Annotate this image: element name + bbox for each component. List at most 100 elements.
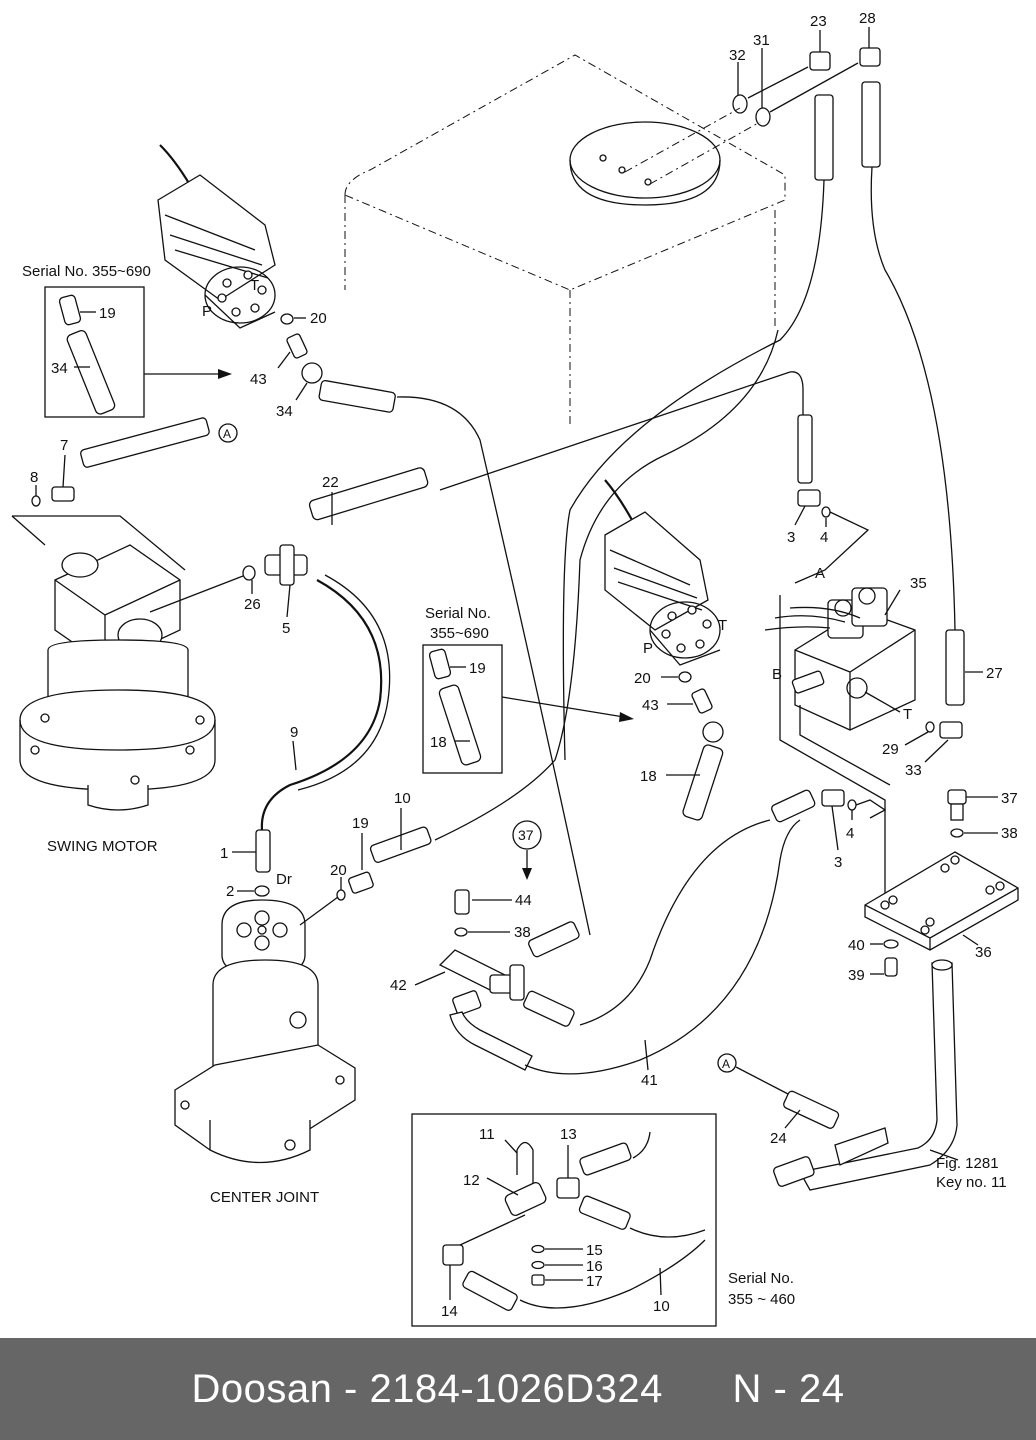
washer-40	[883, 939, 899, 949]
washer-38	[950, 828, 964, 838]
callout-40: 40	[848, 937, 865, 954]
adapter-19-inset	[58, 294, 82, 326]
serial-inset-left-caption: Serial No. 355~690	[22, 263, 151, 280]
callout-16: 16	[586, 1258, 603, 1275]
o-ring-20-right	[678, 671, 692, 683]
callout-13: 13	[560, 1126, 577, 1143]
center-joint	[174, 899, 356, 1164]
callout-19-inset-left: 19	[99, 305, 116, 322]
callout-34-right: 34	[276, 403, 293, 420]
callout-3-upper: 3	[787, 529, 795, 546]
o-ring-8	[31, 495, 41, 507]
callout-41: 41	[641, 1072, 658, 1089]
callout-43-right: 43	[642, 697, 659, 714]
callout-3-lower: 3	[834, 854, 842, 871]
tank-return-fittings	[562, 27, 956, 761]
adapter-43-right	[691, 688, 713, 714]
hose-stub-13-bottom	[578, 1195, 631, 1230]
lock-washer-16	[531, 1260, 545, 1270]
port-label-p-left: P	[202, 303, 212, 320]
serial-inset-bottom-box	[411, 1113, 717, 1327]
callout-10-inset: 10	[653, 1298, 670, 1315]
pilot-joystick-left	[157, 144, 276, 329]
serial-inset-bottom-caption-1: Serial No.	[728, 1270, 794, 1287]
o-ring-31	[755, 107, 771, 127]
callout-9: 9	[290, 724, 298, 741]
callout-12: 12	[463, 1172, 480, 1189]
callout-24: 24	[770, 1130, 787, 1147]
callout-8: 8	[30, 469, 38, 486]
hose-fitting-18	[702, 721, 724, 743]
port-label-t-left: T	[250, 277, 259, 294]
hose-fitting-34	[301, 362, 323, 384]
port-label-dr: Dr	[276, 871, 292, 888]
hose-3-lower	[771, 789, 816, 823]
mounting-plate-36	[864, 851, 1019, 951]
caption-center-joint: CENTER JOINT	[210, 1189, 319, 1206]
elbow-fitting-33	[939, 721, 963, 739]
callout-38-right: 38	[1001, 825, 1018, 842]
elbow-fitting-28	[859, 47, 881, 67]
hose-22	[308, 467, 429, 521]
footer-part-number: 2184-1026D324	[369, 1366, 663, 1411]
o-ring-20-center	[336, 889, 346, 901]
callout-39: 39	[848, 967, 865, 984]
callout-37: 37	[1001, 790, 1018, 807]
hose-27	[945, 629, 965, 706]
callout-31: 31	[753, 32, 770, 49]
caption-swing-motor: SWING MOTOR	[47, 838, 158, 855]
footer-brand: Doosan	[191, 1366, 333, 1411]
o-ring-32	[732, 94, 748, 114]
callout-27: 27	[986, 665, 1003, 682]
callout-19-inset-mid: 19	[469, 660, 486, 677]
hose-18	[682, 744, 724, 821]
circled-ref-a-bottom	[717, 1053, 737, 1073]
elbow-fitting-23	[809, 51, 831, 71]
bolt-44	[454, 889, 470, 915]
callout-23: 23	[810, 13, 827, 30]
hose-24	[783, 1090, 840, 1129]
hose-34	[318, 379, 396, 413]
serial-inset-mid-caption-1: Serial No.	[425, 605, 491, 622]
o-ring-29	[925, 721, 935, 733]
port-label-b: B	[772, 666, 782, 683]
fig-ref-line-1: Fig. 1281	[936, 1155, 999, 1172]
u-bolt-11	[516, 1141, 534, 1185]
footer-page-prefix: N	[732, 1366, 762, 1411]
hose-34-inset	[66, 330, 116, 415]
callout-36: 36	[975, 944, 992, 961]
callout-11: 11	[479, 1126, 495, 1143]
hydraulic-tank	[344, 54, 786, 425]
hose-9	[260, 579, 383, 831]
hose-41	[524, 819, 801, 1075]
port-label-a: A	[815, 565, 825, 582]
footer-page-number: 24	[798, 1366, 845, 1411]
pipe-bracket	[834, 1127, 889, 1166]
callout-15: 15	[586, 1242, 603, 1259]
o-ring-26	[242, 565, 256, 581]
parts-diagram: 32 31 23 28 T P 20 43 34 Serial No. 355~…	[11, 10, 1019, 1327]
fig-ref-line-2: Key no. 11	[936, 1174, 1007, 1191]
elbow-fitting-14	[442, 1244, 464, 1266]
circled-ref-a-top	[218, 423, 238, 443]
adapter-19-inset-mid	[428, 648, 452, 680]
callout-28: 28	[859, 10, 876, 27]
circled-ref-37	[512, 820, 542, 850]
svg-text:A: A	[722, 1057, 730, 1071]
o-ring-4-upper	[821, 506, 831, 518]
svg-text:37: 37	[518, 827, 534, 843]
port-label-p-right: P	[643, 640, 653, 657]
callout-22: 22	[322, 474, 339, 491]
svg-text:A: A	[223, 427, 231, 441]
nut-17	[531, 1274, 545, 1286]
callout-18-right: 18	[640, 768, 657, 785]
callout-7: 7	[60, 437, 68, 454]
pipe-fig-1281	[799, 962, 958, 1191]
swing-motor	[19, 544, 216, 811]
callout-5: 5	[282, 620, 290, 637]
callout-32: 32	[729, 47, 746, 64]
hose-18-inset	[438, 684, 482, 766]
adapter-43-left	[286, 333, 308, 359]
pilot-joystick-right	[604, 479, 721, 666]
callout-20-right: 20	[634, 670, 651, 687]
